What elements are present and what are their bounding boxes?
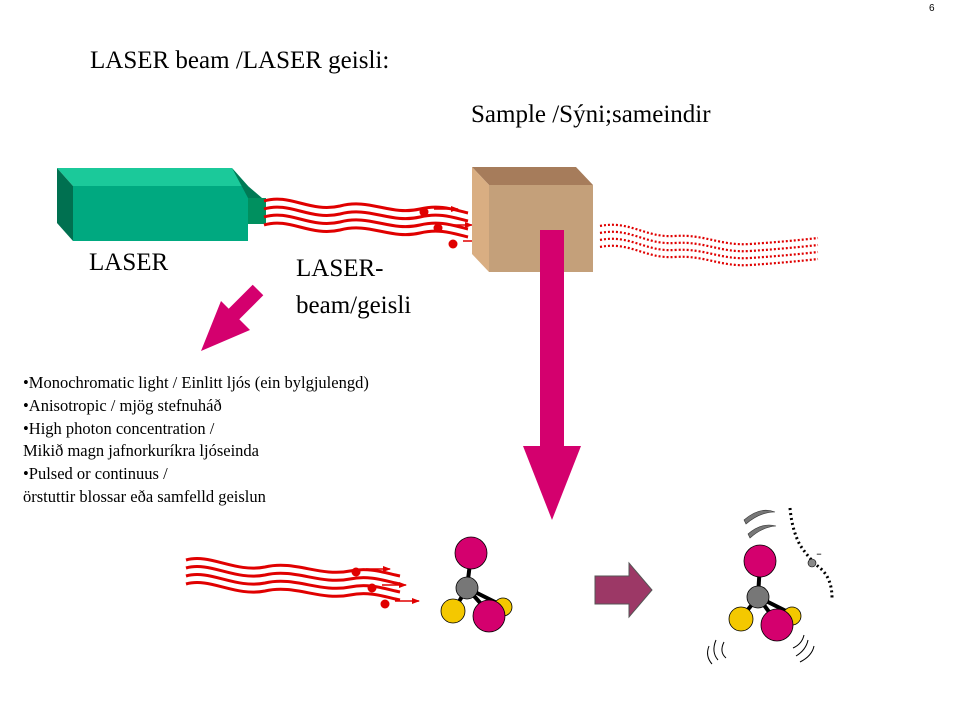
- excited-molecule-icon: [728, 544, 802, 642]
- beam-label-line1: LASER-: [296, 255, 384, 282]
- electron-charge-label: -: [816, 543, 822, 563]
- bullet-anisotropic: •Anisotropic / mjög stefnuháð: [23, 395, 369, 418]
- laser-label: LASER: [89, 249, 169, 276]
- diagonal-arrow-icon: [201, 284, 264, 351]
- electron-icon: [788, 507, 834, 599]
- sample-cube-icon: [472, 167, 593, 272]
- vibration-icon: [707, 634, 815, 665]
- laser-device-icon: [57, 168, 266, 241]
- down-arrow-icon: [523, 230, 581, 520]
- lower-photon-icon: [351, 566, 420, 609]
- bullet-text: •High photon concentration /: [23, 418, 215, 438]
- bullet-text: •Anisotropic / mjög stefnuháð: [23, 395, 222, 415]
- laser-properties-list: •Monochromatic light / Einlitt ljós (ein…: [23, 372, 369, 509]
- slide-title: LASER beam /LASER geisli:: [90, 47, 390, 74]
- sample-label: Sample /Sýni;sameindir: [471, 101, 711, 128]
- beam-label-line2: beam/geisli: [296, 292, 412, 319]
- bullet-text-continued: örstuttir blossar eða samfelld geislun: [23, 486, 266, 506]
- bullet-monochromatic: •Monochromatic light / Einlitt ljós (ein…: [23, 372, 369, 395]
- bullet-photon-concentration: •High photon concentration / Mikið magn j…: [23, 418, 369, 464]
- excitation-icon: [743, 509, 777, 539]
- molecule-icon: [440, 536, 513, 633]
- beam-label: LASER- beam/geisli: [296, 250, 456, 324]
- bullet-pulsed: •Pulsed or continuus /örstuttir blossar …: [23, 463, 369, 509]
- lower-laser-beam: [185, 557, 401, 602]
- bullet-text: •Pulsed or continuus /: [23, 464, 168, 484]
- scattered-beam: [599, 223, 819, 267]
- reaction-arrow-icon: [594, 561, 653, 619]
- laser-beam: [263, 197, 469, 239]
- bullet-text: •Monochromatic light / Einlitt ljós (ein…: [23, 373, 369, 392]
- page-number: 6: [929, 3, 935, 14]
- bullet-text-continued: Mikið magn jafnorkuríkra ljóseinda: [23, 441, 259, 461]
